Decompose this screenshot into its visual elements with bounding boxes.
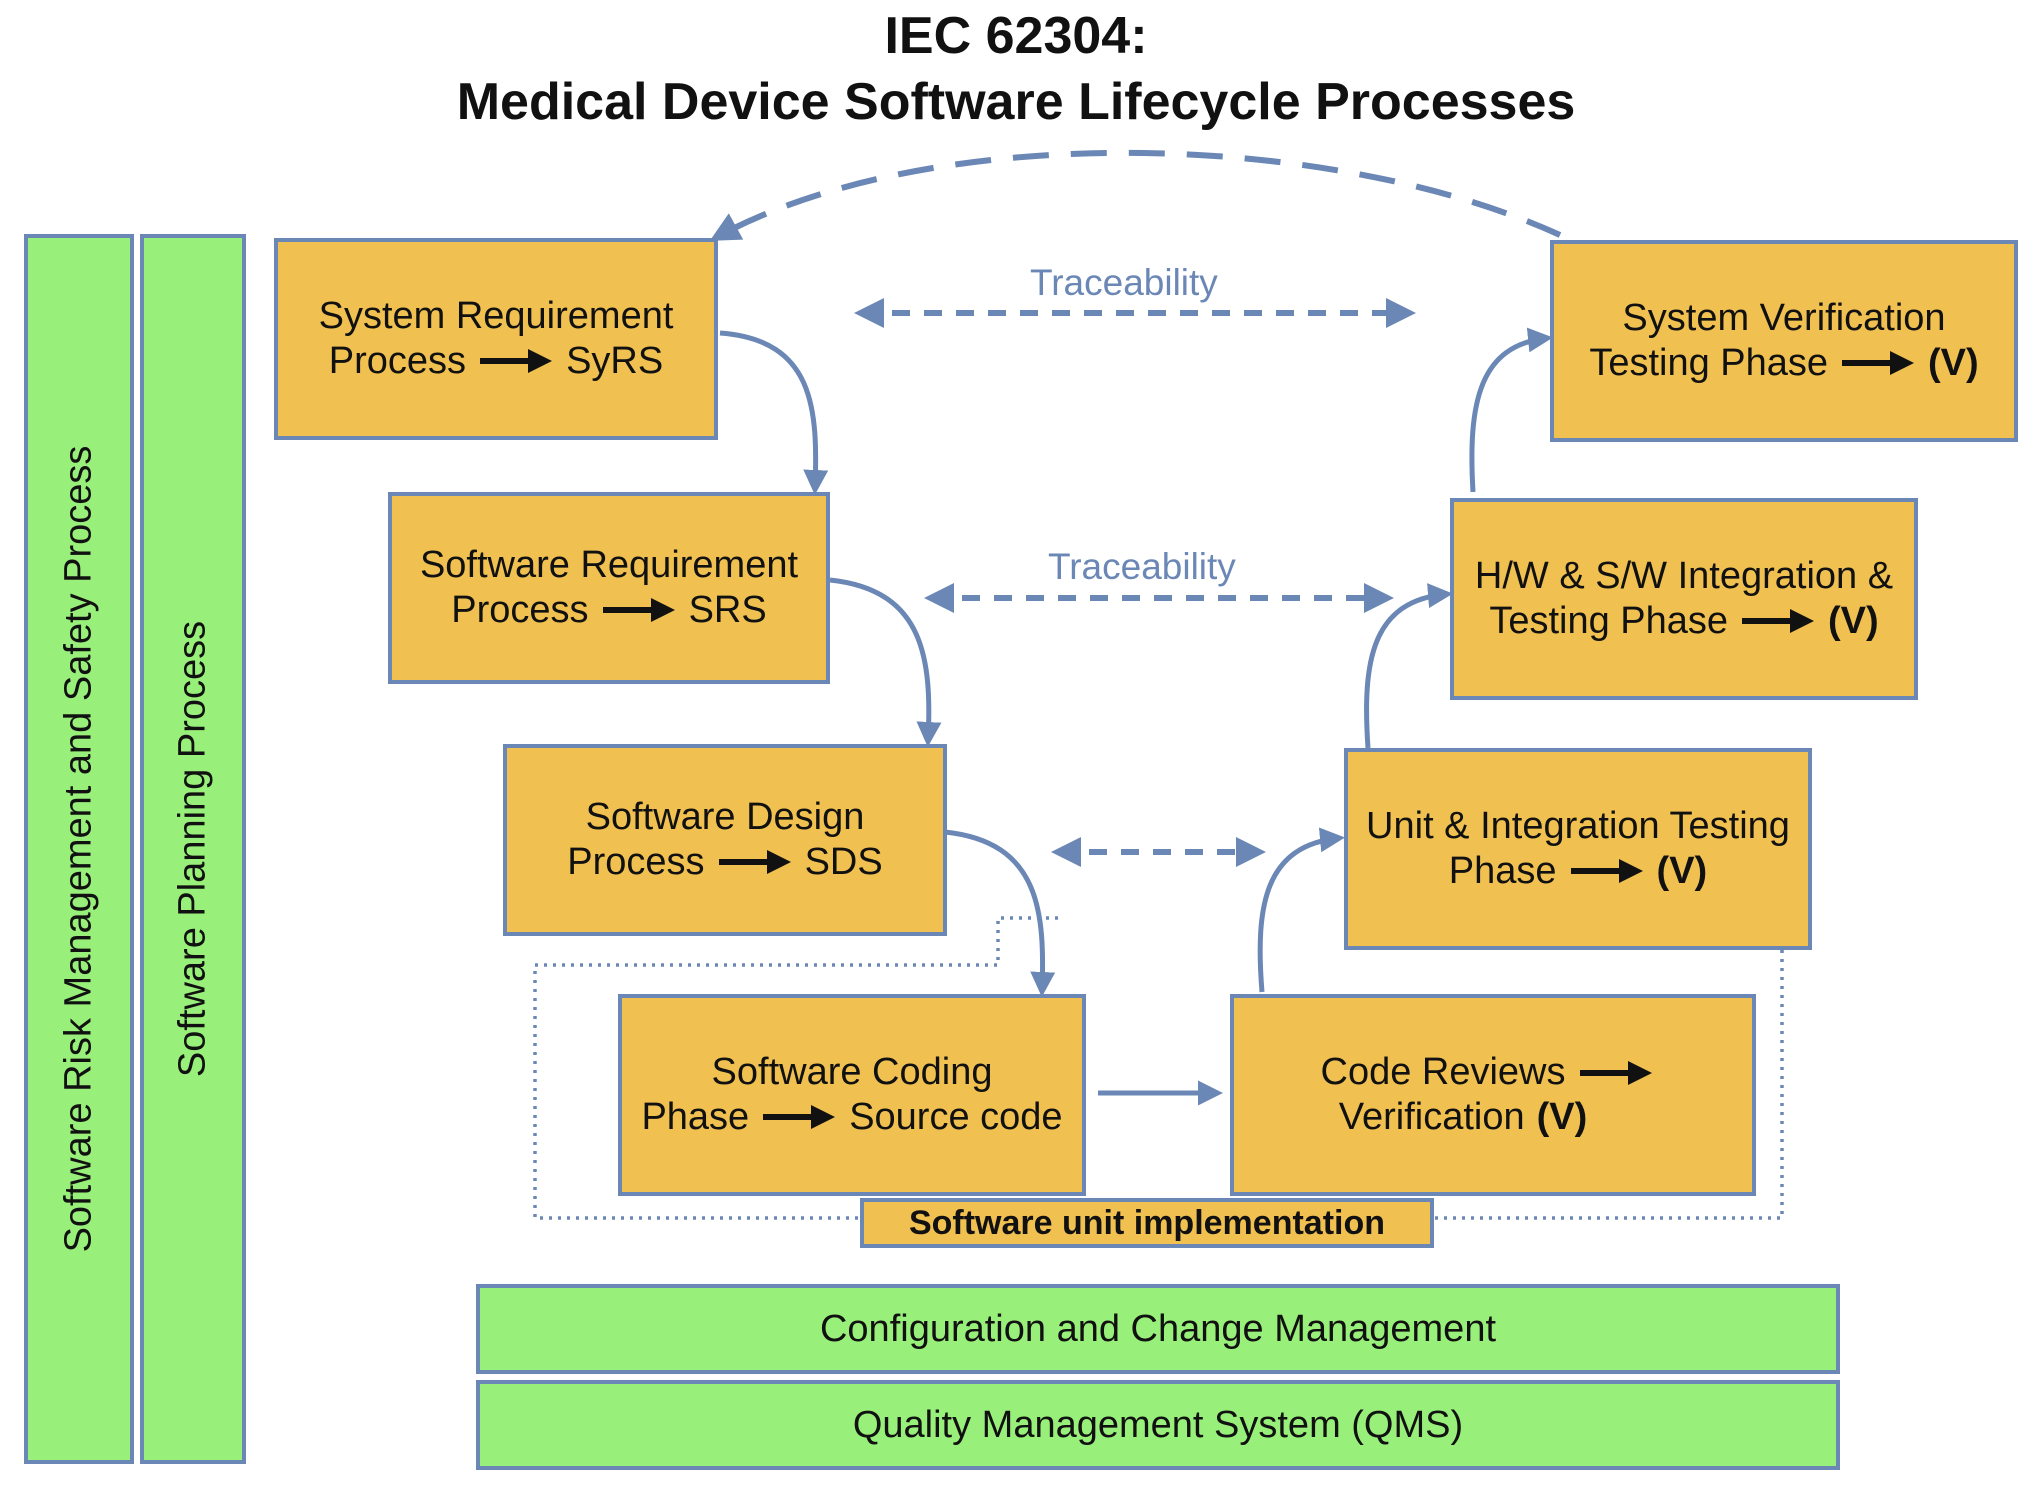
configuration-management-bar: Configuration and Change Management [476, 1284, 1840, 1374]
software-requirement-line1: Software Requirement [419, 544, 799, 587]
system-requirement-box: System Requirement Process SyRS [274, 238, 718, 440]
unit-integration-line1: Unit & Integration Testing [1366, 805, 1790, 848]
system-verification-output: (V) [1928, 342, 1979, 384]
unit-integration-step: Phase [1448, 850, 1557, 892]
system-requirement-line1: System Requirement [318, 295, 674, 338]
code-reviews-box: Code Reviews Verification (V) [1230, 994, 1756, 1196]
system-verification-step: Testing Phase [1589, 342, 1829, 384]
software-design-line1: Software Design [585, 796, 865, 839]
flow-srs-to-sds [829, 577, 942, 747]
system-requirement-step: Process [328, 340, 467, 382]
software-requirement-box: Software Requirement Process SRS [388, 492, 830, 684]
software-coding-box: Software Coding Phase Source code [618, 994, 1086, 1196]
diagram-title-line1: IEC 62304: [884, 7, 1148, 65]
code-reviews-output: (V) [1536, 1096, 1588, 1138]
planning-process-bar: Software Planning Process [140, 234, 246, 1464]
flow-syrs-to-srs [719, 330, 829, 495]
software-design-box: Software Design Process SDS [503, 744, 947, 936]
code-reviews-line2: Verification [1338, 1096, 1525, 1138]
software-design-output: SDS [804, 841, 883, 883]
right-arrow-icon [763, 1105, 836, 1130]
hw-sw-integration-step: Testing Phase [1489, 600, 1729, 642]
software-coding-step: Phase [641, 1096, 750, 1138]
flow-unit-to-integration [1364, 583, 1453, 749]
traceability-label-2: Traceability [1048, 546, 1236, 587]
right-arrow-icon [718, 850, 791, 875]
software-requirement-step: Process [451, 589, 589, 631]
software-design-step: Process [567, 841, 705, 883]
system-verification-line1: System Verification [1622, 297, 1946, 340]
configuration-management-label: Configuration and Change Management [819, 1307, 1497, 1350]
hw-sw-integration-output: (V) [1828, 600, 1879, 642]
risk-management-bar: Software Risk Management and Safety Proc… [24, 234, 134, 1464]
flow-sds-to-coding [944, 829, 1056, 997]
unit-integration-testing-box: Unit & Integration Testing Phase (V) [1344, 748, 1812, 950]
diagram-title-line2: Medical Device Software Lifecycle Proces… [456, 73, 1576, 131]
qms-label: Quality Management System (QMS) [852, 1403, 1464, 1446]
flow-review-to-unit-testing [1257, 827, 1345, 993]
software-coding-output: Source code [849, 1096, 1063, 1138]
right-arrow-icon [480, 349, 553, 374]
traceability-label-1: Traceability [1030, 262, 1218, 303]
right-arrow-icon [1579, 1060, 1652, 1085]
unit-integration-output: (V) [1656, 850, 1708, 892]
system-verification-box: System Verification Testing Phase (V) [1550, 240, 2018, 442]
software-coding-line1: Software Coding [711, 1051, 993, 1094]
qms-bar: Quality Management System (QMS) [476, 1380, 1840, 1470]
right-arrow-icon [1570, 859, 1643, 884]
system-feedback-arc [709, 149, 1562, 241]
right-arrow-icon [1742, 609, 1815, 634]
hw-sw-integration-line1: H/W & S/W Integration & [1474, 555, 1894, 598]
flow-integration-to-system [1469, 327, 1553, 493]
system-requirement-output: SyRS [566, 340, 664, 382]
code-reviews-line1: Code Reviews [1320, 1051, 1566, 1094]
unit-implementation-label: Software unit implementation [860, 1198, 1434, 1248]
software-requirement-output: SRS [688, 589, 767, 631]
hw-sw-integration-box: H/W & S/W Integration & Testing Phase (V… [1450, 498, 1918, 700]
right-arrow-icon [602, 598, 675, 623]
right-arrow-icon [1842, 351, 1915, 376]
